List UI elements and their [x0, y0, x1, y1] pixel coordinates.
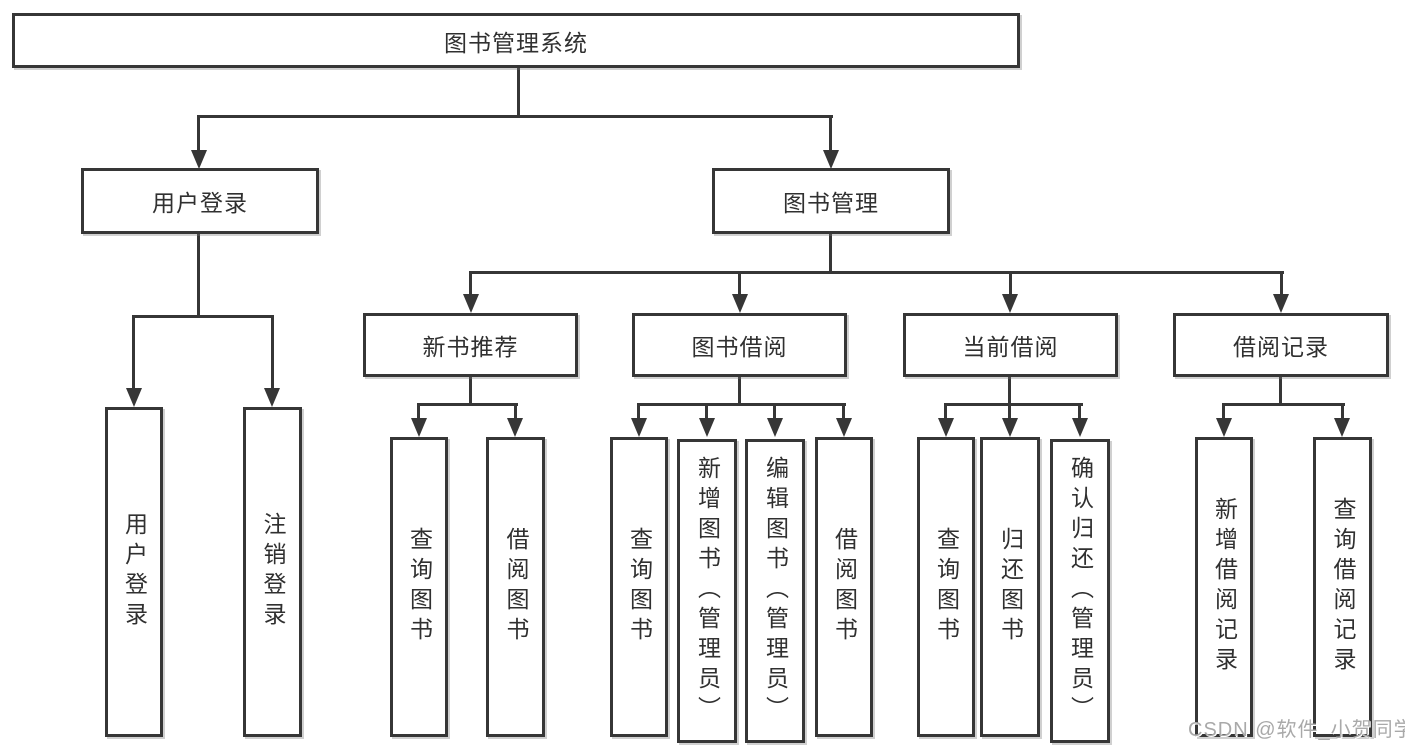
leaf-bb-query-books: 查询图书 [610, 437, 668, 737]
arrow-down-icon [1002, 418, 1018, 437]
connector-sec3-stem [1008, 377, 1011, 406]
arrow-down-icon [411, 418, 427, 437]
connector-user-leaf2-drop [271, 315, 274, 389]
connector-user-stem [197, 234, 200, 317]
leaf-nbr-borrow-books: 借阅图书 [486, 437, 545, 737]
arrow-down-icon [1216, 418, 1232, 437]
connector-sec2-c1-drop [637, 403, 640, 420]
arrow-down-icon [1002, 294, 1018, 313]
connector-sec1-rail [417, 403, 518, 406]
arrow-down-icon [631, 418, 647, 437]
leaf-bb-borrow-books-label: 借阅图书 [831, 527, 858, 647]
leaf-bb-borrow-books: 借阅图书 [815, 437, 873, 737]
leaf-bb-edit-books-admin-label: 编辑图书（管理员） [762, 456, 789, 726]
arrow-down-icon [1334, 418, 1350, 437]
connector-sec3-rail [944, 403, 1083, 406]
connector-sec2-c2-drop [705, 403, 708, 420]
leaf-br-query-record: 查询借阅记录 [1313, 437, 1372, 737]
leaf-nbr-borrow-books-label: 借阅图书 [503, 527, 529, 647]
connector-sec3-c3-drop [1078, 403, 1081, 420]
arrow-down-icon [1273, 294, 1289, 313]
leaf-cb-return-books: 归还图书 [980, 437, 1040, 737]
leaf-br-query-record-label: 查询借阅记录 [1330, 497, 1356, 677]
arrow-down-icon [126, 388, 142, 407]
leaf-user-login-label: 用户登录 [121, 512, 148, 632]
node-book-borrow: 图书借阅 [632, 313, 847, 377]
leaf-cb-confirm-return-admin-label: 确认归还（管理员） [1067, 456, 1094, 726]
node-current-borrow: 当前借阅 [903, 313, 1118, 377]
leaf-cb-confirm-return-admin: 确认归还（管理员） [1050, 439, 1110, 743]
arrow-down-icon [507, 418, 523, 437]
node-book-borrow-label: 图书借阅 [691, 334, 788, 360]
connector-root-rail [197, 115, 833, 118]
connector-sec4-c1-drop [1222, 403, 1225, 420]
connector-sec2-c4-drop [842, 403, 845, 420]
leaf-cb-return-books-label: 归还图书 [997, 527, 1024, 647]
leaf-bb-add-books-admin: 新增图书（管理员） [677, 439, 737, 743]
arrow-down-icon [699, 418, 715, 437]
watermark: CSDN @软件_小贺同学 [1188, 719, 1405, 741]
leaf-logout-login: 注销登录 [243, 407, 302, 737]
node-system: 图书管理系统 [12, 13, 1020, 68]
leaf-cb-query-books: 查询图书 [917, 437, 975, 737]
leaf-cb-query-books-label: 查询图书 [933, 527, 960, 647]
arrow-down-icon [767, 418, 783, 437]
leaf-br-add-record-label: 新增借阅记录 [1211, 497, 1238, 677]
connector-sec1-c1-drop [417, 403, 420, 420]
arrow-down-icon [732, 294, 748, 313]
node-system-label: 图书管理系统 [444, 29, 588, 56]
arrow-down-icon [463, 294, 479, 313]
connector-s4-drop [1280, 271, 1283, 297]
leaf-user-login: 用户登录 [105, 407, 163, 737]
connector-sec3-c2-drop [1008, 403, 1011, 420]
connector-sec4-c2-drop [1341, 403, 1344, 420]
connector-sec2-stem [738, 377, 741, 406]
connector-mgmt-drop [829, 115, 832, 152]
connector-s1-drop [469, 271, 472, 297]
leaf-br-add-record: 新增借阅记录 [1195, 437, 1253, 737]
leaf-bb-query-books-label: 查询图书 [626, 527, 653, 647]
node-book-management-label: 图书管理 [783, 190, 879, 216]
connector-sec4-stem [1279, 377, 1282, 406]
connector-mgmt-stem [829, 234, 832, 274]
connector-sec2-rail [637, 403, 846, 406]
connector-s2-drop [738, 271, 741, 297]
connector-root-stem [517, 68, 520, 118]
arrow-down-icon [823, 150, 839, 169]
connector-sec1-stem [469, 377, 472, 406]
arrow-down-icon [1072, 418, 1088, 437]
leaf-bb-edit-books-admin: 编辑图书（管理员） [745, 439, 805, 743]
arrow-down-icon [264, 388, 280, 407]
connector-sec4-rail [1222, 403, 1345, 406]
arrow-down-icon [836, 418, 852, 437]
node-new-book-recommend: 新书推荐 [363, 313, 578, 377]
connector-sec1-c2-drop [514, 403, 517, 420]
connector-level3-rail [469, 271, 1284, 274]
leaf-logout-login-label: 注销登录 [260, 512, 286, 632]
connector-sec3-c1-drop [944, 403, 947, 420]
node-current-borrow-label: 当前借阅 [962, 334, 1059, 360]
leaf-nbr-query-books: 查询图书 [390, 437, 448, 737]
connector-user-leaf1-drop [132, 315, 135, 389]
leaf-bb-add-books-admin-label: 新增图书（管理员） [694, 456, 721, 726]
connector-sec2-c3-drop [773, 403, 776, 420]
connector-s3-drop [1009, 271, 1012, 297]
arrow-down-icon [938, 418, 954, 437]
node-user-login-label: 用户登录 [152, 190, 248, 216]
connector-user-drop [197, 115, 200, 152]
node-new-book-recommend-label: 新书推荐 [422, 334, 519, 360]
leaf-nbr-query-books-label: 查询图书 [406, 527, 433, 647]
node-borrow-records-label: 借阅记录 [1233, 334, 1329, 360]
node-user-login: 用户登录 [81, 168, 319, 234]
node-book-management: 图书管理 [712, 168, 950, 234]
node-borrow-records: 借阅记录 [1173, 313, 1389, 377]
connector-user-rail [132, 315, 274, 318]
arrow-down-icon [191, 150, 207, 169]
